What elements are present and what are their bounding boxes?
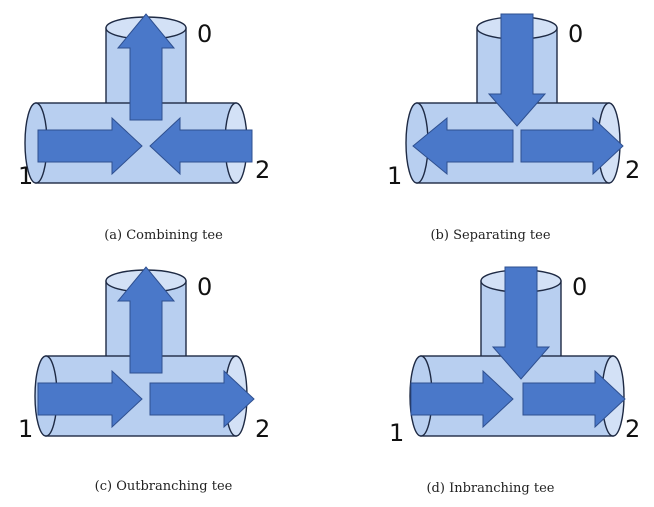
arrow-right-in — [37, 369, 143, 429]
port-0-label: 0 — [568, 20, 583, 48]
arrow-right-in — [410, 369, 514, 429]
port-2-label: 2 — [255, 415, 270, 443]
panel-outbranching-tee: 0 1 2 (c) Outbranching tee — [0, 253, 327, 506]
port-1-label: 1 — [18, 162, 33, 190]
arrow-left-out — [412, 116, 514, 176]
inbranching-tee-diagram: 0 1 2 — [389, 266, 640, 447]
combining-tee-diagram: 0 1 2 — [18, 13, 270, 190]
arrow-down-in — [487, 13, 547, 127]
arrow-right-out — [522, 369, 626, 429]
arrow-left-in — [149, 116, 253, 176]
arrow-down-in — [491, 266, 551, 380]
caption: (b) Separating tee — [430, 228, 551, 243]
panel-inbranching-tee: 0 1 2 (d) Inbranching tee — [327, 253, 654, 506]
arrow-up-out — [116, 13, 176, 121]
arrow-right-out — [520, 116, 624, 176]
panel-separating-tee: 0 1 2 (b) Separating tee — [327, 0, 654, 253]
port-1-label: 1 — [18, 415, 33, 443]
arrow-right-out — [149, 369, 255, 429]
port-2-label: 2 — [255, 156, 270, 184]
separating-tee-diagram: 0 1 2 — [387, 13, 640, 190]
port-1-label: 1 — [389, 419, 404, 447]
caption: (d) Inbranching tee — [426, 481, 555, 496]
port-1-label: 1 — [387, 162, 402, 190]
port-0-label: 0 — [197, 273, 212, 301]
port-0-label: 0 — [572, 273, 587, 301]
outbranching-tee-diagram: 0 1 2 — [18, 266, 270, 443]
arrow-right-in — [37, 116, 143, 176]
port-2-label: 2 — [625, 156, 640, 184]
port-2-label: 2 — [625, 415, 640, 443]
caption: (c) Outbranching tee — [94, 479, 233, 494]
panel-combining-tee: 0 1 2 (a) Combining tee — [0, 0, 327, 253]
caption: (a) Combining tee — [104, 228, 223, 243]
port-0-label: 0 — [197, 20, 212, 48]
arrow-up-out — [116, 266, 176, 374]
